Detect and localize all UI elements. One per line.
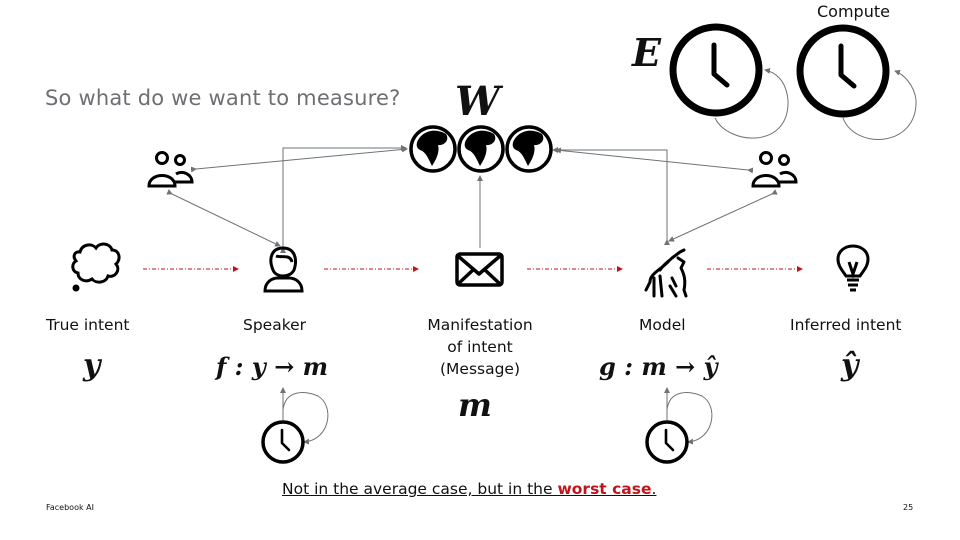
- bottom-note: Not in the average case, but in the wors…: [282, 480, 656, 498]
- loop-speaker-clock: [282, 392, 329, 445]
- loop-compute-clock: [842, 69, 917, 140]
- connector-left-group-to-world: [190, 146, 408, 173]
- node-label-message-line-2: of intent: [447, 338, 513, 356]
- connector-right-group-to-model: [668, 189, 778, 242]
- people-group-icon-left: [147, 151, 194, 188]
- environment-symbol: E: [632, 30, 661, 75]
- clock-icon-speaker: [261, 420, 305, 464]
- bottom-note-prefix: Not in the average case, but in the: [282, 480, 558, 498]
- math-model: g : m → ŷ: [599, 352, 718, 381]
- thought-bubble-icon: [71, 242, 121, 292]
- connector-left-group-to-speaker: [166, 189, 281, 247]
- clock-icon-environment: [669, 23, 763, 117]
- globe-icon: [409, 125, 457, 173]
- connector-right-group-to-world: [555, 147, 754, 174]
- slide-title: So what do we want to measure?: [45, 86, 401, 110]
- math-inferred-intent: ŷ: [841, 348, 859, 383]
- unicorn-icon: [644, 248, 688, 298]
- node-label-message-line-1: Manifestation: [427, 316, 533, 334]
- globe-icon: [457, 125, 505, 173]
- node-label-speaker: Speaker: [243, 316, 307, 334]
- node-label-message: Manifestation of intent (Message): [416, 314, 544, 380]
- lightbulb-icon: [836, 244, 870, 292]
- loop-model-clock: [666, 392, 713, 445]
- clock-icon-model: [645, 420, 689, 464]
- clock-icon-compute: [796, 24, 890, 118]
- math-speaker: f : y → m: [216, 352, 329, 381]
- envelope-icon: [455, 252, 504, 287]
- bottom-note-highlight: worst case: [557, 480, 652, 498]
- connector-speaker-world: [280, 145, 407, 253]
- bottom-note-suffix: .: [651, 480, 657, 498]
- world-symbol: W: [455, 78, 500, 125]
- page-number: 25: [903, 503, 914, 512]
- node-label-inferred-intent: Inferred intent: [790, 316, 902, 334]
- connector-model-world: [552, 147, 670, 245]
- node-label-message-line-3: (Message): [439, 360, 521, 378]
- globe-icon: [505, 125, 553, 173]
- node-label-model: Model: [639, 316, 686, 334]
- node-label-true-intent: True intent: [46, 316, 130, 334]
- people-group-icon-right: [751, 151, 798, 188]
- loop-env-clock: [714, 68, 789, 139]
- compute-label: Compute: [817, 2, 890, 21]
- math-true-intent: y: [83, 348, 101, 383]
- math-message: m: [458, 386, 492, 424]
- person-icon: [263, 246, 304, 293]
- footer-brand: Facebook AI: [46, 503, 94, 512]
